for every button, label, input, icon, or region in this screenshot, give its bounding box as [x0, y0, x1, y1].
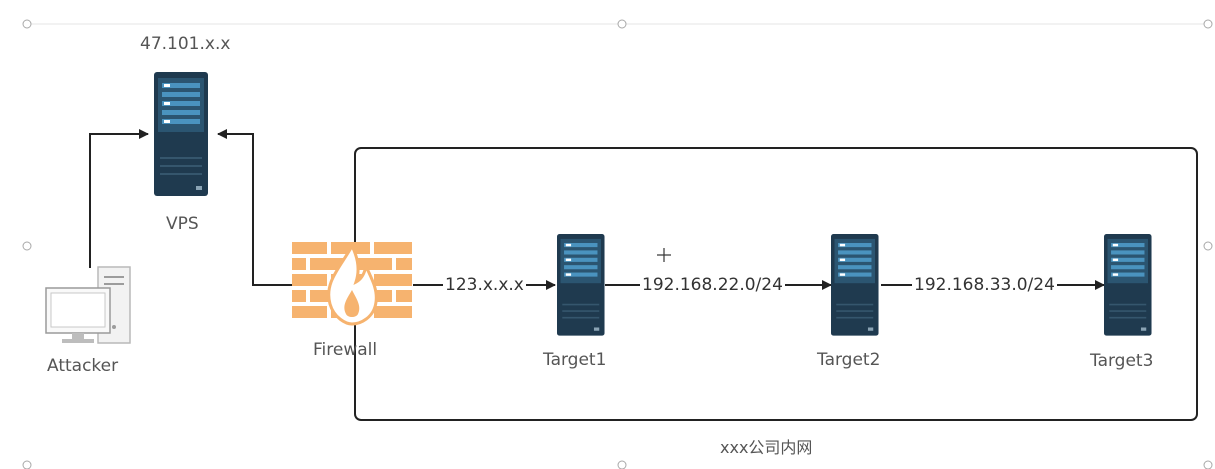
- selection-handles: [22, 19, 1213, 469]
- firewall-icon: [292, 242, 412, 326]
- edge-label-firewall-target1: 123.x.x.x: [443, 275, 526, 295]
- edge-label-target2-target3: 192.168.33.0/24: [912, 275, 1057, 295]
- target2-label: Target2: [817, 350, 881, 370]
- edge-attacker-vps: [89, 129, 149, 268]
- target3-server-icon: [1103, 233, 1153, 337]
- vps-label: VPS: [166, 214, 199, 234]
- vps-ip-label: 47.101.x.x: [140, 34, 231, 54]
- firewall-label: Firewall: [313, 340, 378, 360]
- target1-label: Target1: [543, 350, 607, 370]
- computer-icon: [45, 266, 131, 344]
- target1-server-icon: [556, 233, 606, 337]
- edge-firewall-vps: [217, 129, 292, 286]
- attacker-label: Attacker: [47, 356, 119, 376]
- target3-label: Target3: [1090, 351, 1154, 371]
- cursor-icon: [657, 248, 671, 262]
- internal-network-label: xxx公司内网: [720, 438, 813, 457]
- target2-server-icon: [830, 233, 880, 337]
- vps-server-icon: [153, 71, 209, 197]
- edge-label-target1-target2: 192.168.22.0/24: [640, 275, 785, 295]
